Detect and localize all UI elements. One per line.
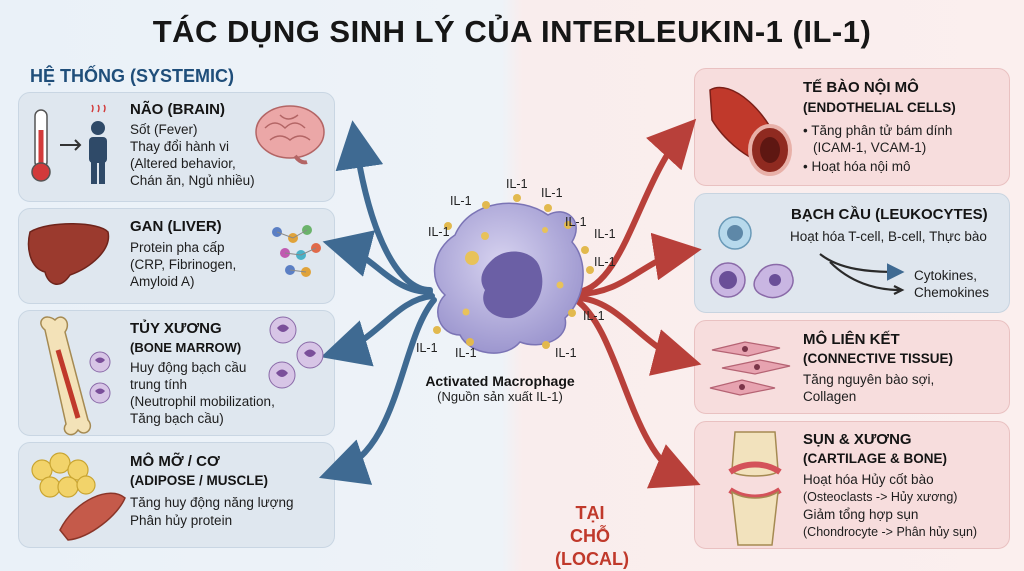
brain-title: NÃO (BRAIN)	[130, 101, 225, 118]
endothelial-bullet-1: • Tăng phân tử bám dính	[803, 123, 953, 138]
adipose-line-1: Tăng huy động năng lượng	[130, 495, 294, 510]
brain-line-1: Sốt (Fever)	[130, 122, 198, 137]
arrow-to-adipose	[318, 297, 437, 485]
endothelial-bullet-1-cont: (ICAM-1, VCAM-1)	[813, 140, 927, 155]
connective-title: MÔ LIÊN KẾT	[803, 331, 900, 348]
panel-brain: NÃO (BRAIN) Sốt (Fever) Thay đổi hành vi…	[18, 92, 335, 202]
diagram-graphics: IL-1 IL-1 IL-1 IL-1 IL-1 IL-1 IL-1 IL-1 …	[27, 86, 905, 546]
liver-title: GAN (LIVER)	[130, 218, 222, 235]
svg-text:IL-1: IL-1	[450, 194, 472, 208]
il1-particle: IL-1	[564, 215, 587, 229]
person-icon	[89, 104, 107, 184]
connective-title-2: (CONNECTIVE TISSUE)	[803, 351, 954, 366]
cartilage-line-1: Hoạt hóa Hủy cốt bào	[803, 472, 934, 487]
macrophage-caption: Activated Macrophage (Nguồn sản xuất IL-…	[395, 373, 605, 404]
cartilage-line-2: (Osteoclasts -> Hủy xương)	[803, 490, 958, 504]
systemic-arrows	[318, 120, 437, 485]
liver-line-2: (CRP, Fibrinogen,	[130, 257, 237, 272]
marrow-line-4: Tăng bạch cầu)	[130, 411, 224, 426]
il1-particle: IL-1	[450, 194, 490, 209]
leukocyte-cells-icon	[710, 216, 794, 299]
connective-line-1: Tăng nguyên bào sợi,	[803, 372, 935, 387]
marrow-line-1: Huy động bạch cầu	[130, 360, 247, 375]
svg-text:IL-1: IL-1	[583, 309, 605, 323]
arrow-to-cartilage	[573, 297, 701, 489]
panel-leukocytes: BẠCH CẦU (LEUKOCYTES) Hoạt hóa T-cell, B…	[694, 193, 1010, 313]
neutrophil-icon	[89, 316, 324, 404]
adipose-title: MÔ MỠ / CƠ	[130, 453, 220, 470]
svg-text:IL-1: IL-1	[594, 227, 616, 241]
arrow-to-brain	[335, 120, 433, 293]
endothelial-title: TẾ BÀO NỘI MÔ	[803, 79, 919, 96]
brain-line-4: Chán ăn, Ngủ nhiều)	[130, 173, 255, 188]
adipose-line-2: Phân hủy protein	[130, 513, 233, 528]
il1-particle: IL-1	[542, 341, 577, 360]
protein-molecules-icon	[272, 225, 321, 277]
il1-particle: IL-1	[581, 227, 616, 254]
leukocytes-output-2: Chemokines	[914, 285, 990, 300]
marrow-title-2: (BONE MARROW)	[130, 340, 242, 355]
brain-icon	[255, 105, 325, 165]
marrow-line-3: (Neutrophil mobilization,	[130, 394, 275, 409]
arrow-to-liver	[322, 230, 433, 295]
page-title: TÁC DỤNG SINH LÝ CỦA INTERLEUKIN-1 (IL-1…	[152, 14, 872, 49]
macrophage-cell	[433, 202, 584, 354]
joint-icon	[728, 431, 782, 546]
cartilage-line-4: (Chondrocyte -> Phân hủy sụn)	[803, 525, 978, 539]
marrow-title: TỦY XƯƠNG	[130, 320, 222, 337]
bone-icon	[40, 316, 92, 436]
svg-text:IL-1: IL-1	[506, 177, 528, 191]
liver-line-3: Amyloid A)	[130, 274, 195, 289]
svg-text:IL-1: IL-1	[594, 255, 616, 269]
arrow-icon	[60, 139, 82, 151]
arrow-to-connective	[575, 295, 702, 376]
macrophage-name: Activated Macrophage	[425, 373, 575, 389]
systemic-section-label: HỆ THỐNG (SYSTEMIC)	[30, 66, 235, 86]
local-arrows	[573, 118, 702, 489]
il1-particle: IL-1	[416, 326, 441, 355]
arrow-to-marrow	[320, 293, 435, 367]
svg-text:IL-1: IL-1	[565, 215, 587, 229]
endothelial-bullet-2: • Hoạt hóa nội mô	[803, 159, 911, 174]
il1-particle: IL-1	[541, 186, 563, 212]
leukocytes-line-1: Hoạt hóa T-cell, B-cell, Thực bào	[790, 229, 987, 244]
leukocytes-output-1: Cytokines,	[914, 268, 978, 283]
connective-line-2: Collagen	[803, 389, 857, 404]
liver-icon	[27, 223, 110, 285]
svg-text:IL-1: IL-1	[428, 225, 450, 239]
il1-particle: IL-1	[568, 309, 605, 323]
il1-particle: IL-1	[506, 177, 528, 202]
brain-line-2: Thay đổi hành vi	[130, 139, 230, 154]
il1-particle: IL-1	[428, 222, 452, 239]
il1-particles: IL-1 IL-1 IL-1 IL-1 IL-1 IL-1 IL-1 IL-1 …	[416, 177, 616, 360]
arrow-to-endothelial	[575, 118, 697, 295]
il1-particle: IL-1	[455, 338, 477, 360]
adipose-title-2: (ADIPOSE / MUSCLE)	[130, 473, 269, 488]
svg-text:IL-1: IL-1	[416, 341, 438, 355]
cartilage-title-2: (CARTILAGE & BONE)	[803, 451, 947, 466]
muscle-icon	[59, 492, 126, 541]
brain-line-3: (Altered behavior,	[130, 156, 236, 171]
cartilage-line-3: Giảm tổng hợp sụn	[803, 507, 919, 522]
output-arrows-icon	[819, 253, 905, 295]
endothelial-title-2: (ENDOTHELIAL CELLS)	[803, 100, 956, 115]
blood-vessel-icon	[709, 86, 792, 176]
thermometer-icon	[31, 109, 51, 182]
svg-text:IL-1: IL-1	[541, 186, 563, 200]
liver-line-1: Protein pha cấp	[130, 240, 225, 255]
marrow-line-2: trung tính	[130, 377, 188, 392]
fat-cells-icon	[31, 452, 96, 498]
fibroblast-icon	[709, 341, 791, 396]
local-label-line-1: TẠI CHỖ	[570, 503, 610, 546]
macrophage-subtitle: (Nguồn sản xuất IL-1)	[437, 389, 563, 404]
svg-text:IL-1: IL-1	[455, 346, 477, 360]
leukocytes-title: BẠCH CẦU (LEUKOCYTES)	[791, 206, 988, 223]
arrow-to-leukocytes	[575, 232, 702, 297]
svg-text:IL-1: IL-1	[555, 346, 577, 360]
cartilage-title: SỤN & XƯƠNG	[803, 431, 912, 448]
il1-particle: IL-1	[586, 255, 616, 274]
